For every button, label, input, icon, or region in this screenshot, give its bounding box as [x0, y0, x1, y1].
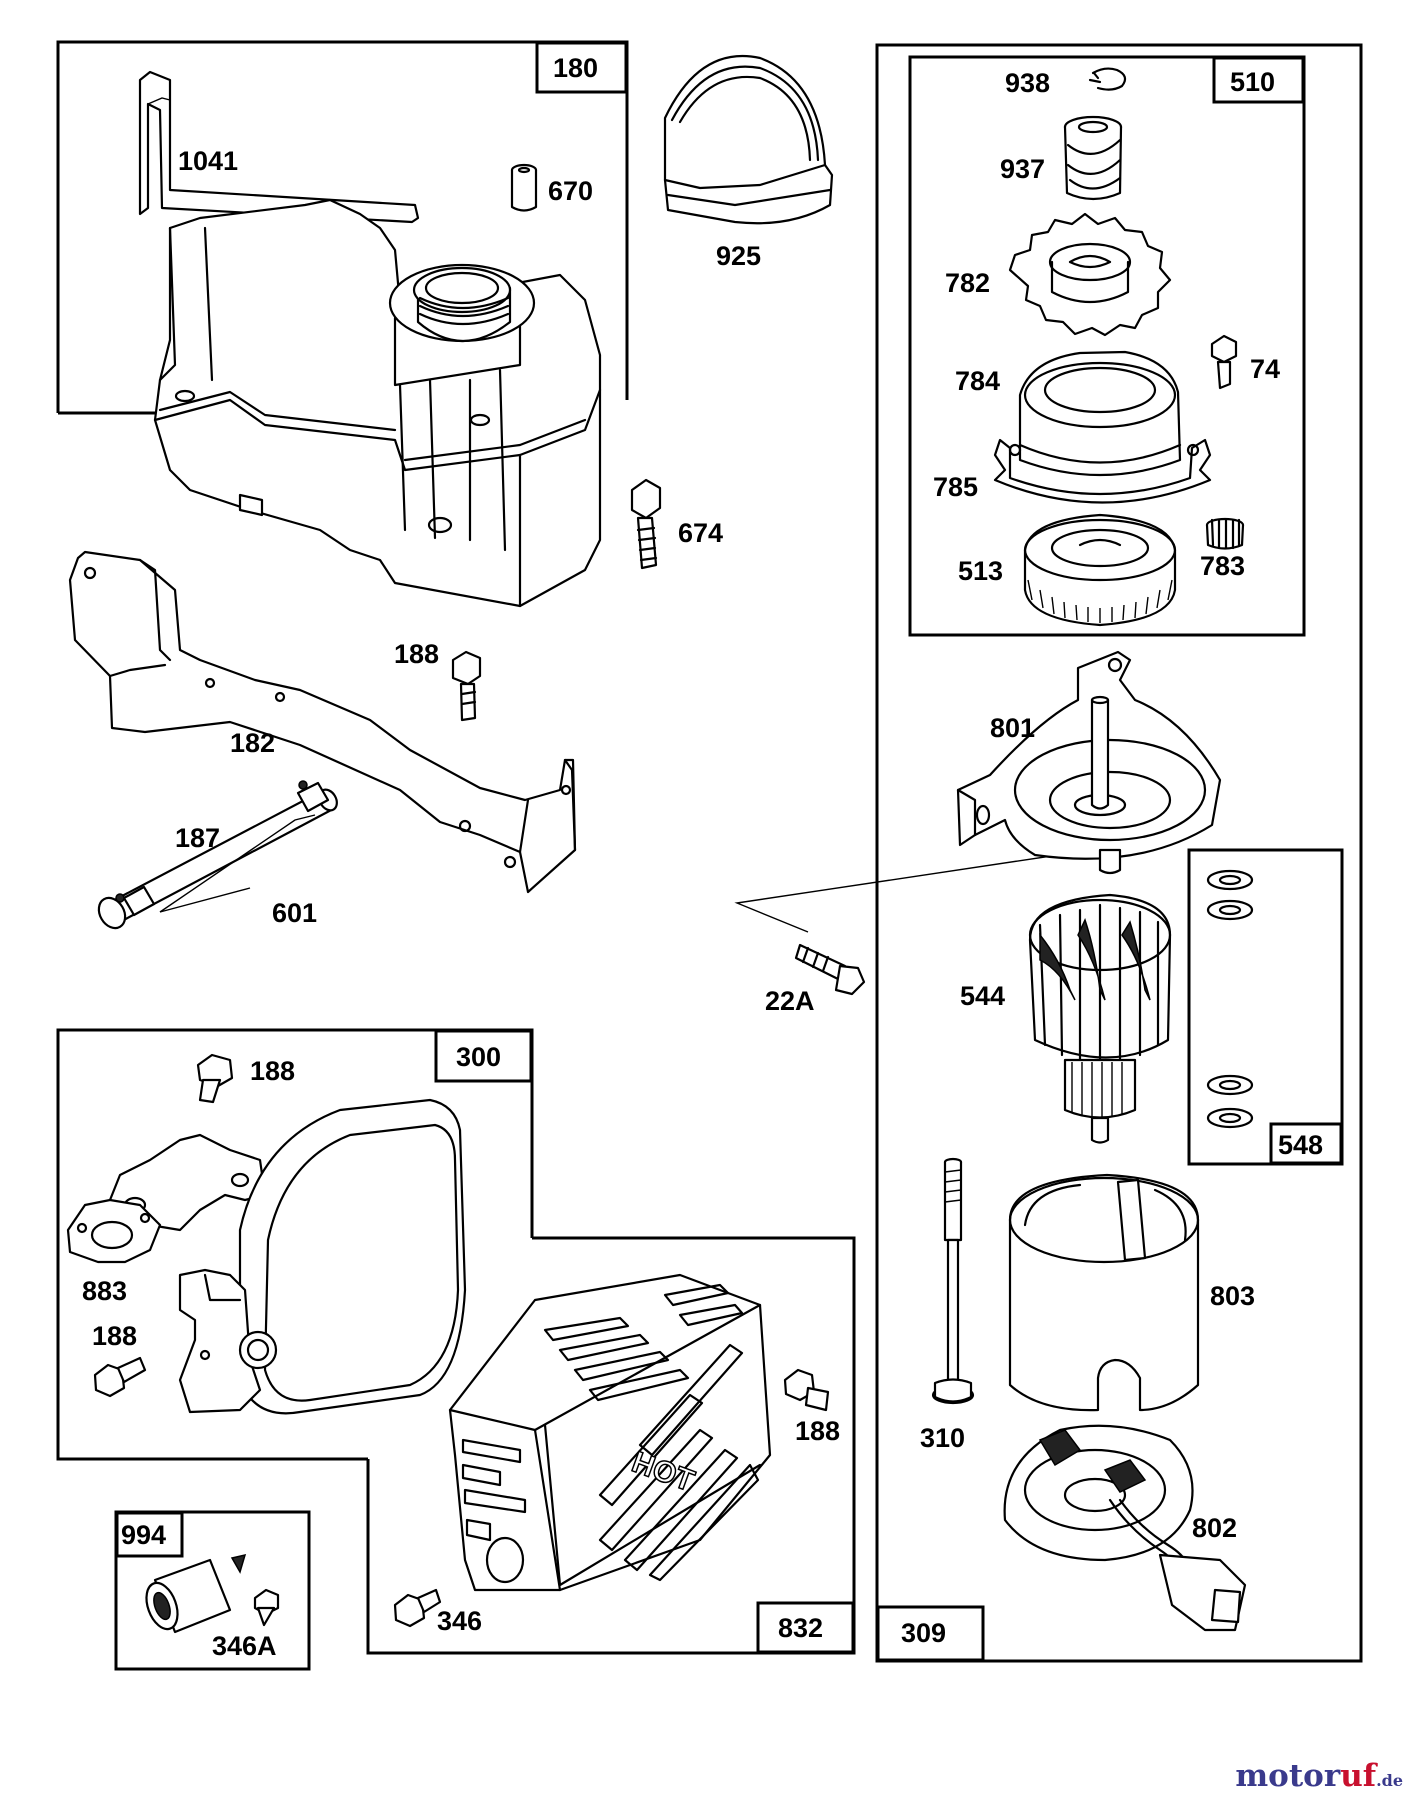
part-label-670: 670 [548, 176, 593, 206]
part-label-1041: 1041 [178, 146, 238, 176]
screw-346a-drawing [253, 1588, 280, 1627]
frame-309 [875, 43, 1363, 1663]
frame-548-tag [1269, 1122, 1343, 1165]
part-label-925: 925 [716, 241, 761, 271]
bolt-188-muffler-top-drawing [196, 1053, 234, 1104]
part-label-783: 783 [1200, 551, 1245, 581]
part-label-22a: 22A [765, 986, 815, 1016]
watermark-part1: motor [1235, 1758, 1341, 1794]
part-label-883: 883 [82, 1276, 127, 1306]
watermark: motoruf.de [1235, 1758, 1403, 1794]
frame-180-tag [535, 41, 628, 94]
frame-510 [908, 55, 1306, 637]
watermark-part2: uf [1340, 1758, 1377, 1794]
part-label-187: 187 [175, 823, 220, 853]
gear-782-drawing [1008, 212, 1172, 337]
tank-strap-drawing [138, 70, 420, 224]
ring-gear-513-drawing [1023, 513, 1177, 627]
bolt-22a-drawing [794, 943, 866, 996]
fuel-tank-drawing [153, 198, 602, 608]
frame-832-tag [756, 1601, 855, 1654]
part-label-802: 802 [1192, 1513, 1237, 1543]
housing-784-drawing [993, 350, 1212, 504]
group-label-832: 832 [778, 1613, 823, 1643]
spark-arrestor-994-drawing [145, 1553, 247, 1634]
part-label-938: 938 [1005, 68, 1050, 98]
bolt-188-guard-drawing [783, 1368, 830, 1412]
part-label-674: 674 [678, 518, 723, 548]
part-label-188-muffler-top: 188 [250, 1056, 295, 1086]
group-label-994: 994 [121, 1520, 166, 1550]
part-label-782: 782 [945, 268, 990, 298]
grommet-670-drawing [510, 163, 538, 212]
part-label-801: 801 [990, 713, 1035, 743]
frame-300 [56, 1028, 534, 1461]
part-label-188-guard: 188 [795, 1416, 840, 1446]
bolt-674-drawing [630, 478, 662, 570]
group-label-510: 510 [1230, 67, 1275, 97]
screw-74-drawing [1210, 334, 1238, 390]
part-label-937: 937 [1000, 154, 1045, 184]
part-label-188-muffler-left: 188 [92, 1321, 137, 1351]
cover-925-drawing [663, 54, 834, 225]
end-cap-801-drawing [956, 650, 1222, 860]
watermark-part3: .de [1376, 1771, 1403, 1790]
muffler-300-drawing [66, 1098, 467, 1415]
part-label-513: 513 [958, 556, 1003, 586]
frame-994-tag [115, 1511, 184, 1558]
gear-783-drawing [1205, 517, 1245, 550]
pinion-937-drawing [1063, 115, 1123, 201]
part-label-785: 785 [933, 472, 978, 502]
bracket-182-drawing [68, 550, 577, 894]
frame-548 [1187, 848, 1344, 1166]
through-bolt-310-drawing [931, 1157, 975, 1405]
housing-803-drawing [1008, 1173, 1200, 1412]
bolt-188-muffler-left-drawing [93, 1356, 147, 1398]
clip-938-drawing [1088, 67, 1127, 91]
part-label-544: 544 [960, 981, 1005, 1011]
frame-994 [114, 1510, 311, 1671]
washers-548-drawing [1206, 869, 1254, 1129]
group-label-300: 300 [456, 1042, 501, 1072]
part-label-74: 74 [1250, 354, 1280, 384]
brush-plate-802-drawing [1003, 1424, 1247, 1632]
group-label-309: 309 [901, 1618, 946, 1648]
part-label-346: 346 [437, 1606, 482, 1636]
bolt-346-drawing [393, 1588, 442, 1628]
guard-832-drawing: HOT [448, 1273, 772, 1592]
leader-22a [734, 854, 1059, 933]
part-label-601: 601 [272, 898, 317, 928]
group-label-548: 548 [1278, 1130, 1323, 1160]
part-label-803: 803 [1210, 1281, 1255, 1311]
frame-309-tag [876, 1605, 985, 1662]
part-label-182: 182 [230, 728, 275, 758]
part-label-188-upper: 188 [394, 639, 439, 669]
leader-601 [159, 814, 316, 913]
part-label-310: 310 [920, 1423, 965, 1453]
group-label-180: 180 [553, 53, 598, 83]
frame-510-tag [1212, 56, 1305, 104]
leader-601b [159, 887, 251, 913]
frame-180 [56, 40, 629, 413]
part-label-784: 784 [955, 366, 1000, 396]
part-label-346a: 346A [212, 1631, 277, 1661]
fuel-line-187-drawing [97, 780, 338, 930]
tank-strap-inner [147, 97, 171, 105]
armature-544-drawing [1028, 848, 1172, 1144]
bolt-188-upper-drawing [451, 650, 482, 722]
frame-300-tag [434, 1029, 533, 1083]
